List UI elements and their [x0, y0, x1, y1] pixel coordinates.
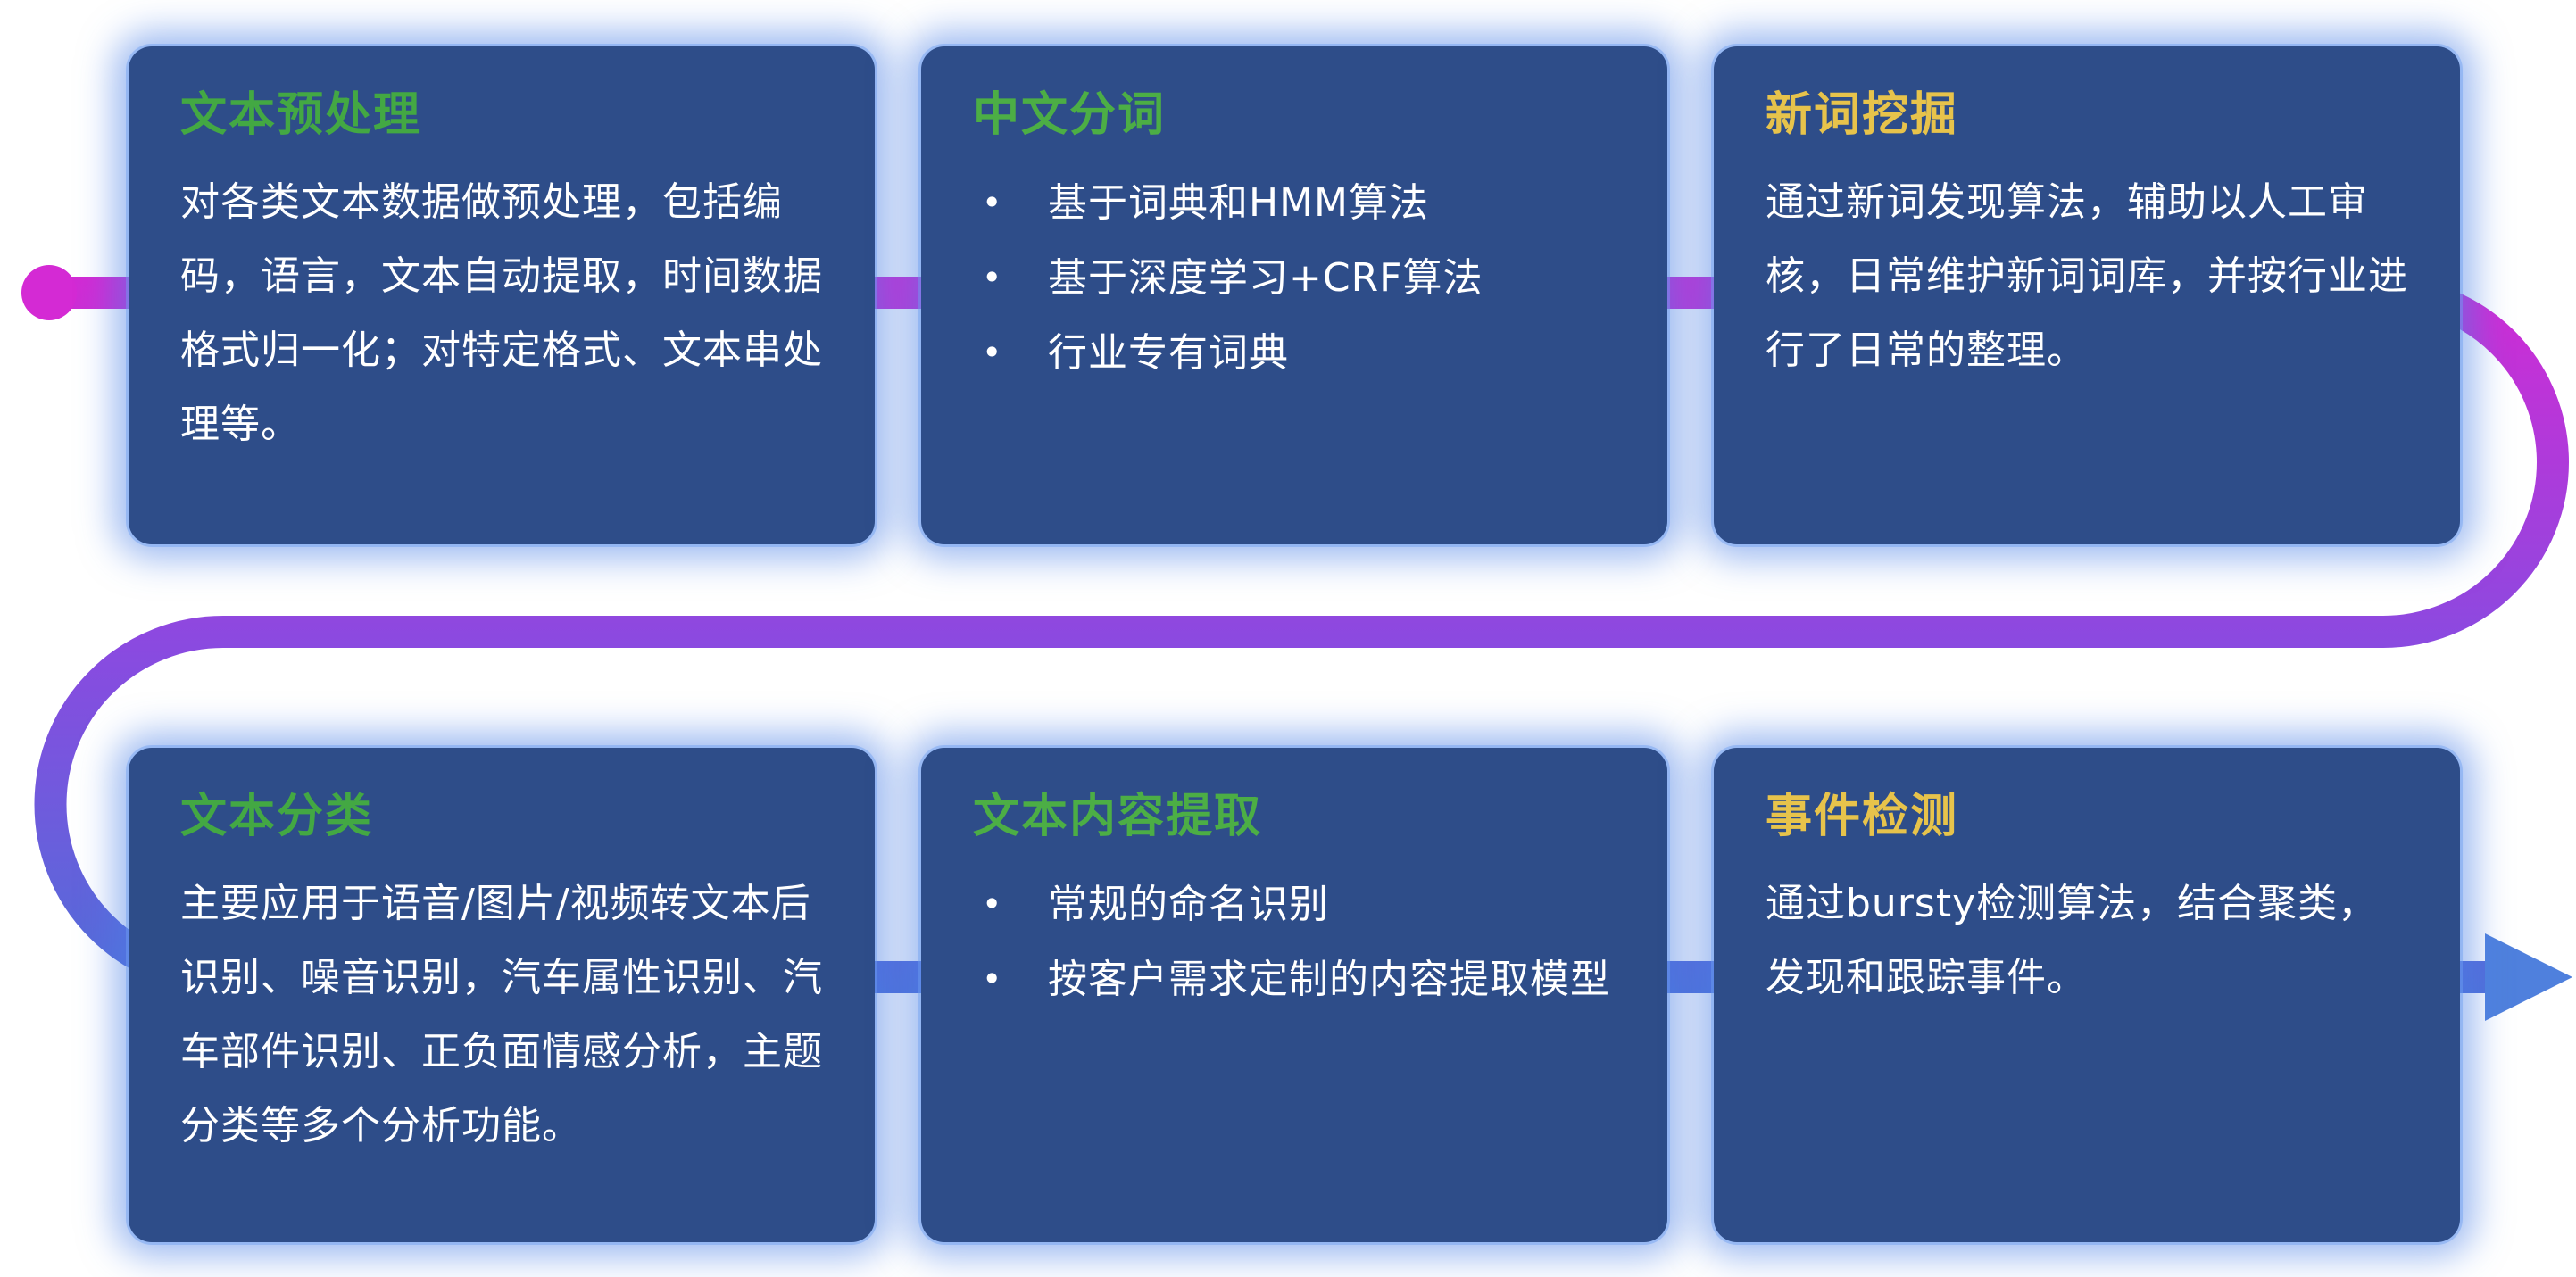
bullet-icon: •: [982, 884, 1002, 925]
bullet-item: • 基于深度学习+CRF算法: [973, 241, 1616, 316]
card-title: 事件检测: [1766, 790, 1959, 843]
card-body-text: 对各类文本数据做预处理，包括编码，语言，文本自动提取，时间数据格式归一化；对特定…: [180, 179, 823, 447]
card-text-classification: 文本分类 主要应用于语音/图片/视频转文本后识别、噪音识别，汽车属性识别、汽车部…: [129, 748, 875, 1242]
bullet-text: 常规的命名识别: [1048, 882, 1329, 928]
card-body-text: 主要应用于语音/图片/视频转文本后识别、噪音识别，汽车属性识别、汽车部件识别、正…: [180, 881, 823, 1148]
bullet-item: • 基于词典和HMM算法: [973, 166, 1616, 241]
bullet-icon: •: [982, 958, 1002, 999]
bullet-icon: •: [982, 332, 1002, 372]
flow-start-dot-icon: [21, 265, 77, 320]
bullet-text: 按客户需求定制的内容提取模型: [1048, 956, 1610, 1002]
bullet-item: • 按客户需求定制的内容提取模型: [973, 942, 1616, 1017]
card-body-text: 通过bursty检测算法，结合聚类，发现和跟踪事件。: [1766, 881, 2379, 1001]
bullet-item: • 行业专有词典: [973, 316, 1616, 391]
card-chinese-word-segmentation: 中文分词 • 基于词典和HMM算法 • 基于深度学习+CRF算法 • 行业专有词…: [921, 46, 1667, 544]
bullet-text: 行业专有词典: [1048, 329, 1289, 376]
bullet-list: • 常规的命名识别 • 按客户需求定制的内容提取模型: [973, 867, 1616, 1016]
bullet-item: • 常规的命名识别: [973, 867, 1616, 942]
bullet-icon: •: [982, 257, 1002, 297]
card-event-detection: 事件检测 通过bursty检测算法，结合聚类，发现和跟踪事件。: [1714, 748, 2460, 1242]
flow-path: [34, 277, 2569, 993]
card-text-content-extraction: 文本内容提取 • 常规的命名识别 • 按客户需求定制的内容提取模型: [921, 748, 1667, 1242]
card-title: 中文分词: [973, 88, 1167, 142]
card-title: 文本分类: [180, 790, 374, 843]
card-title: 新词挖掘: [1766, 88, 1959, 142]
bullet-list: • 基于词典和HMM算法 • 基于深度学习+CRF算法 • 行业专有词典: [973, 166, 1616, 390]
bullet-icon: •: [982, 183, 1002, 223]
card-body-text: 通过新词发现算法，辅助以人工审核，日常维护新词词库，并按行业进行了日常的整理。: [1766, 179, 2408, 373]
bullet-text: 基于词典和HMM算法: [1048, 180, 1430, 227]
card-text-preprocessing: 文本预处理 对各类文本数据做预处理，包括编码，语言，文本自动提取，时间数据格式归…: [129, 46, 875, 544]
bullet-text: 基于深度学习+CRF算法: [1048, 254, 1483, 301]
card-title: 文本预处理: [180, 88, 422, 142]
card-new-word-mining: 新词挖掘 通过新词发现算法，辅助以人工审核，日常维护新词词库，并按行业进行了日常…: [1714, 46, 2460, 544]
flow-end-arrow-icon: [2485, 933, 2572, 1021]
card-title: 文本内容提取: [973, 790, 1263, 843]
